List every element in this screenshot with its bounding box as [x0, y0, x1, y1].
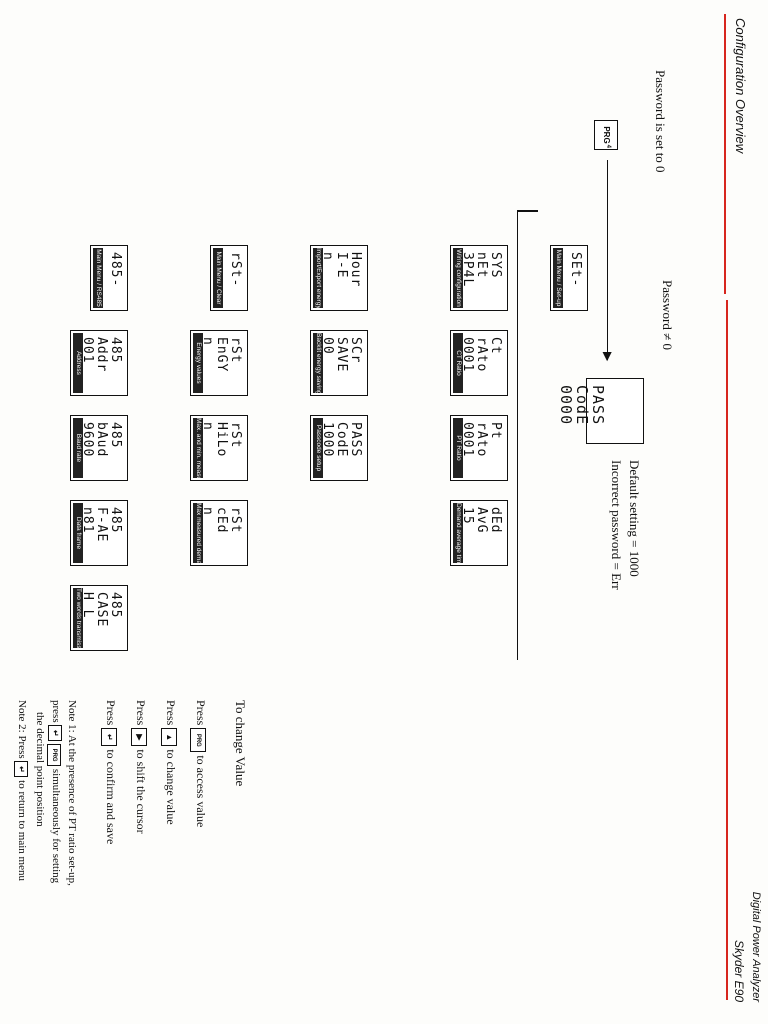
flow-down — [518, 210, 538, 212]
instructions-title: To change Value — [233, 700, 248, 787]
instruction-access: Press PRG to access value — [190, 700, 208, 827]
prg-key[interactable]: PRG 4 — [594, 120, 618, 150]
header-rule-right — [726, 300, 728, 1000]
menu-rs485-display: 485-Main Menu / RS485 — [90, 245, 128, 311]
product-name: Digital Power Analyzer — [750, 891, 762, 1002]
password-zero-label: Password is set to 0 — [653, 70, 668, 173]
instruction-change: Press ▲ to change value — [161, 700, 178, 825]
note2: Note 2: Press ↵ to return to main menu — [14, 700, 28, 881]
note1-line1: Note 1: At the presence of PT ratio set-… — [66, 700, 78, 886]
arrow-right-icon: ▶ — [601, 352, 615, 362]
instruction-shift: Press ▶ to shift the cursor — [131, 700, 148, 834]
note1-line3: the decimal point position — [34, 712, 46, 827]
product-model: Skyder E90 — [732, 939, 746, 1002]
flow-horizontal — [516, 210, 518, 660]
instruction-confirm: Press ↵ to confirm and save — [101, 700, 118, 844]
default-setting: Default setting = 1000 — [627, 460, 642, 577]
password-arrow-line — [607, 160, 608, 360]
note1-line2: press ↵ PRG simultaneously for setting — [47, 700, 62, 883]
section-title: Configuration Overview — [733, 18, 748, 154]
header-rule-left — [724, 14, 726, 294]
password-not-zero-label: Password ≠ 0 — [660, 280, 675, 350]
menu-setup-display: SEt- Main Menu / Set-up — [550, 245, 588, 311]
menu-clear-display: rSt-Main Menu / Clear — [210, 245, 248, 311]
incorrect-password: Incorrect password = Err — [609, 460, 624, 590]
